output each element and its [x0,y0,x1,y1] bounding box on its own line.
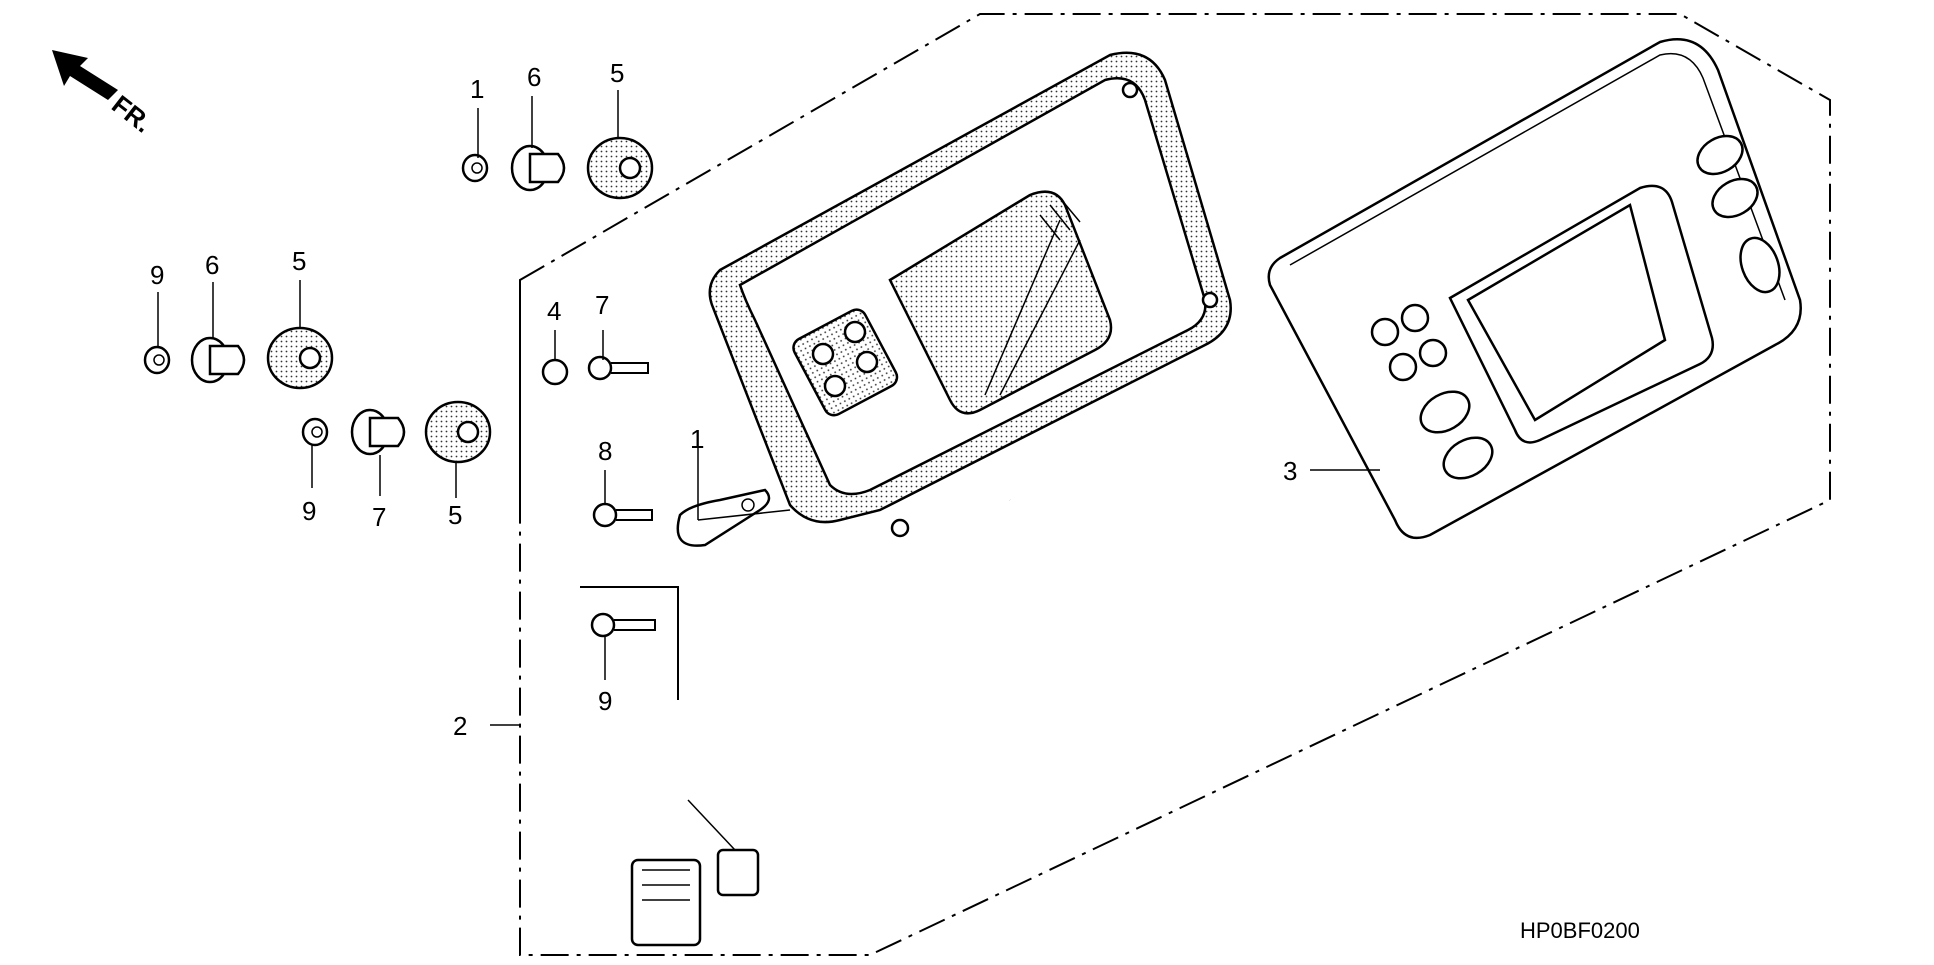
bracket-line-screw8 [580,586,679,700]
callout-4: 4 [547,296,561,326]
callout-6: 6 [527,62,541,92]
screw-lower [592,502,653,528]
callout-5: 5 [610,58,624,88]
callout-1: 1 [690,424,704,454]
grommet-set-bottom [301,400,492,464]
callout-6: 7 [372,502,386,532]
callout-5: 5 [448,500,462,530]
callout-2: 2 [453,711,467,741]
leader-lines [157,90,1380,726]
grommet-set-middle [143,326,334,390]
callout-7: 8 [598,436,612,466]
front-direction-arrow-icon: FR. [52,50,158,139]
callout-9: 1 [470,74,484,104]
callout-9: 9 [302,496,316,526]
meter-panel [1267,37,1802,540]
screw-upper [587,355,649,381]
callout-9: 9 [150,260,164,290]
front-direction-label: FR. [106,89,157,138]
wire-harness [630,497,1034,947]
callout-6: 6 [205,250,219,280]
assembly-boundary [519,13,1831,956]
grommet-set-top [461,136,654,200]
callout-7: 7 [595,290,609,320]
screw-tapping [590,612,656,638]
callout-3: 3 [1283,456,1297,486]
connector-main [630,858,702,947]
rubber-cap [541,358,569,386]
connector-small [716,848,760,897]
drawing-code: HP0BF0200 [1520,918,1640,943]
meter-case [708,51,1232,538]
callout-5: 5 [292,246,306,276]
callout-8: 9 [598,686,612,716]
